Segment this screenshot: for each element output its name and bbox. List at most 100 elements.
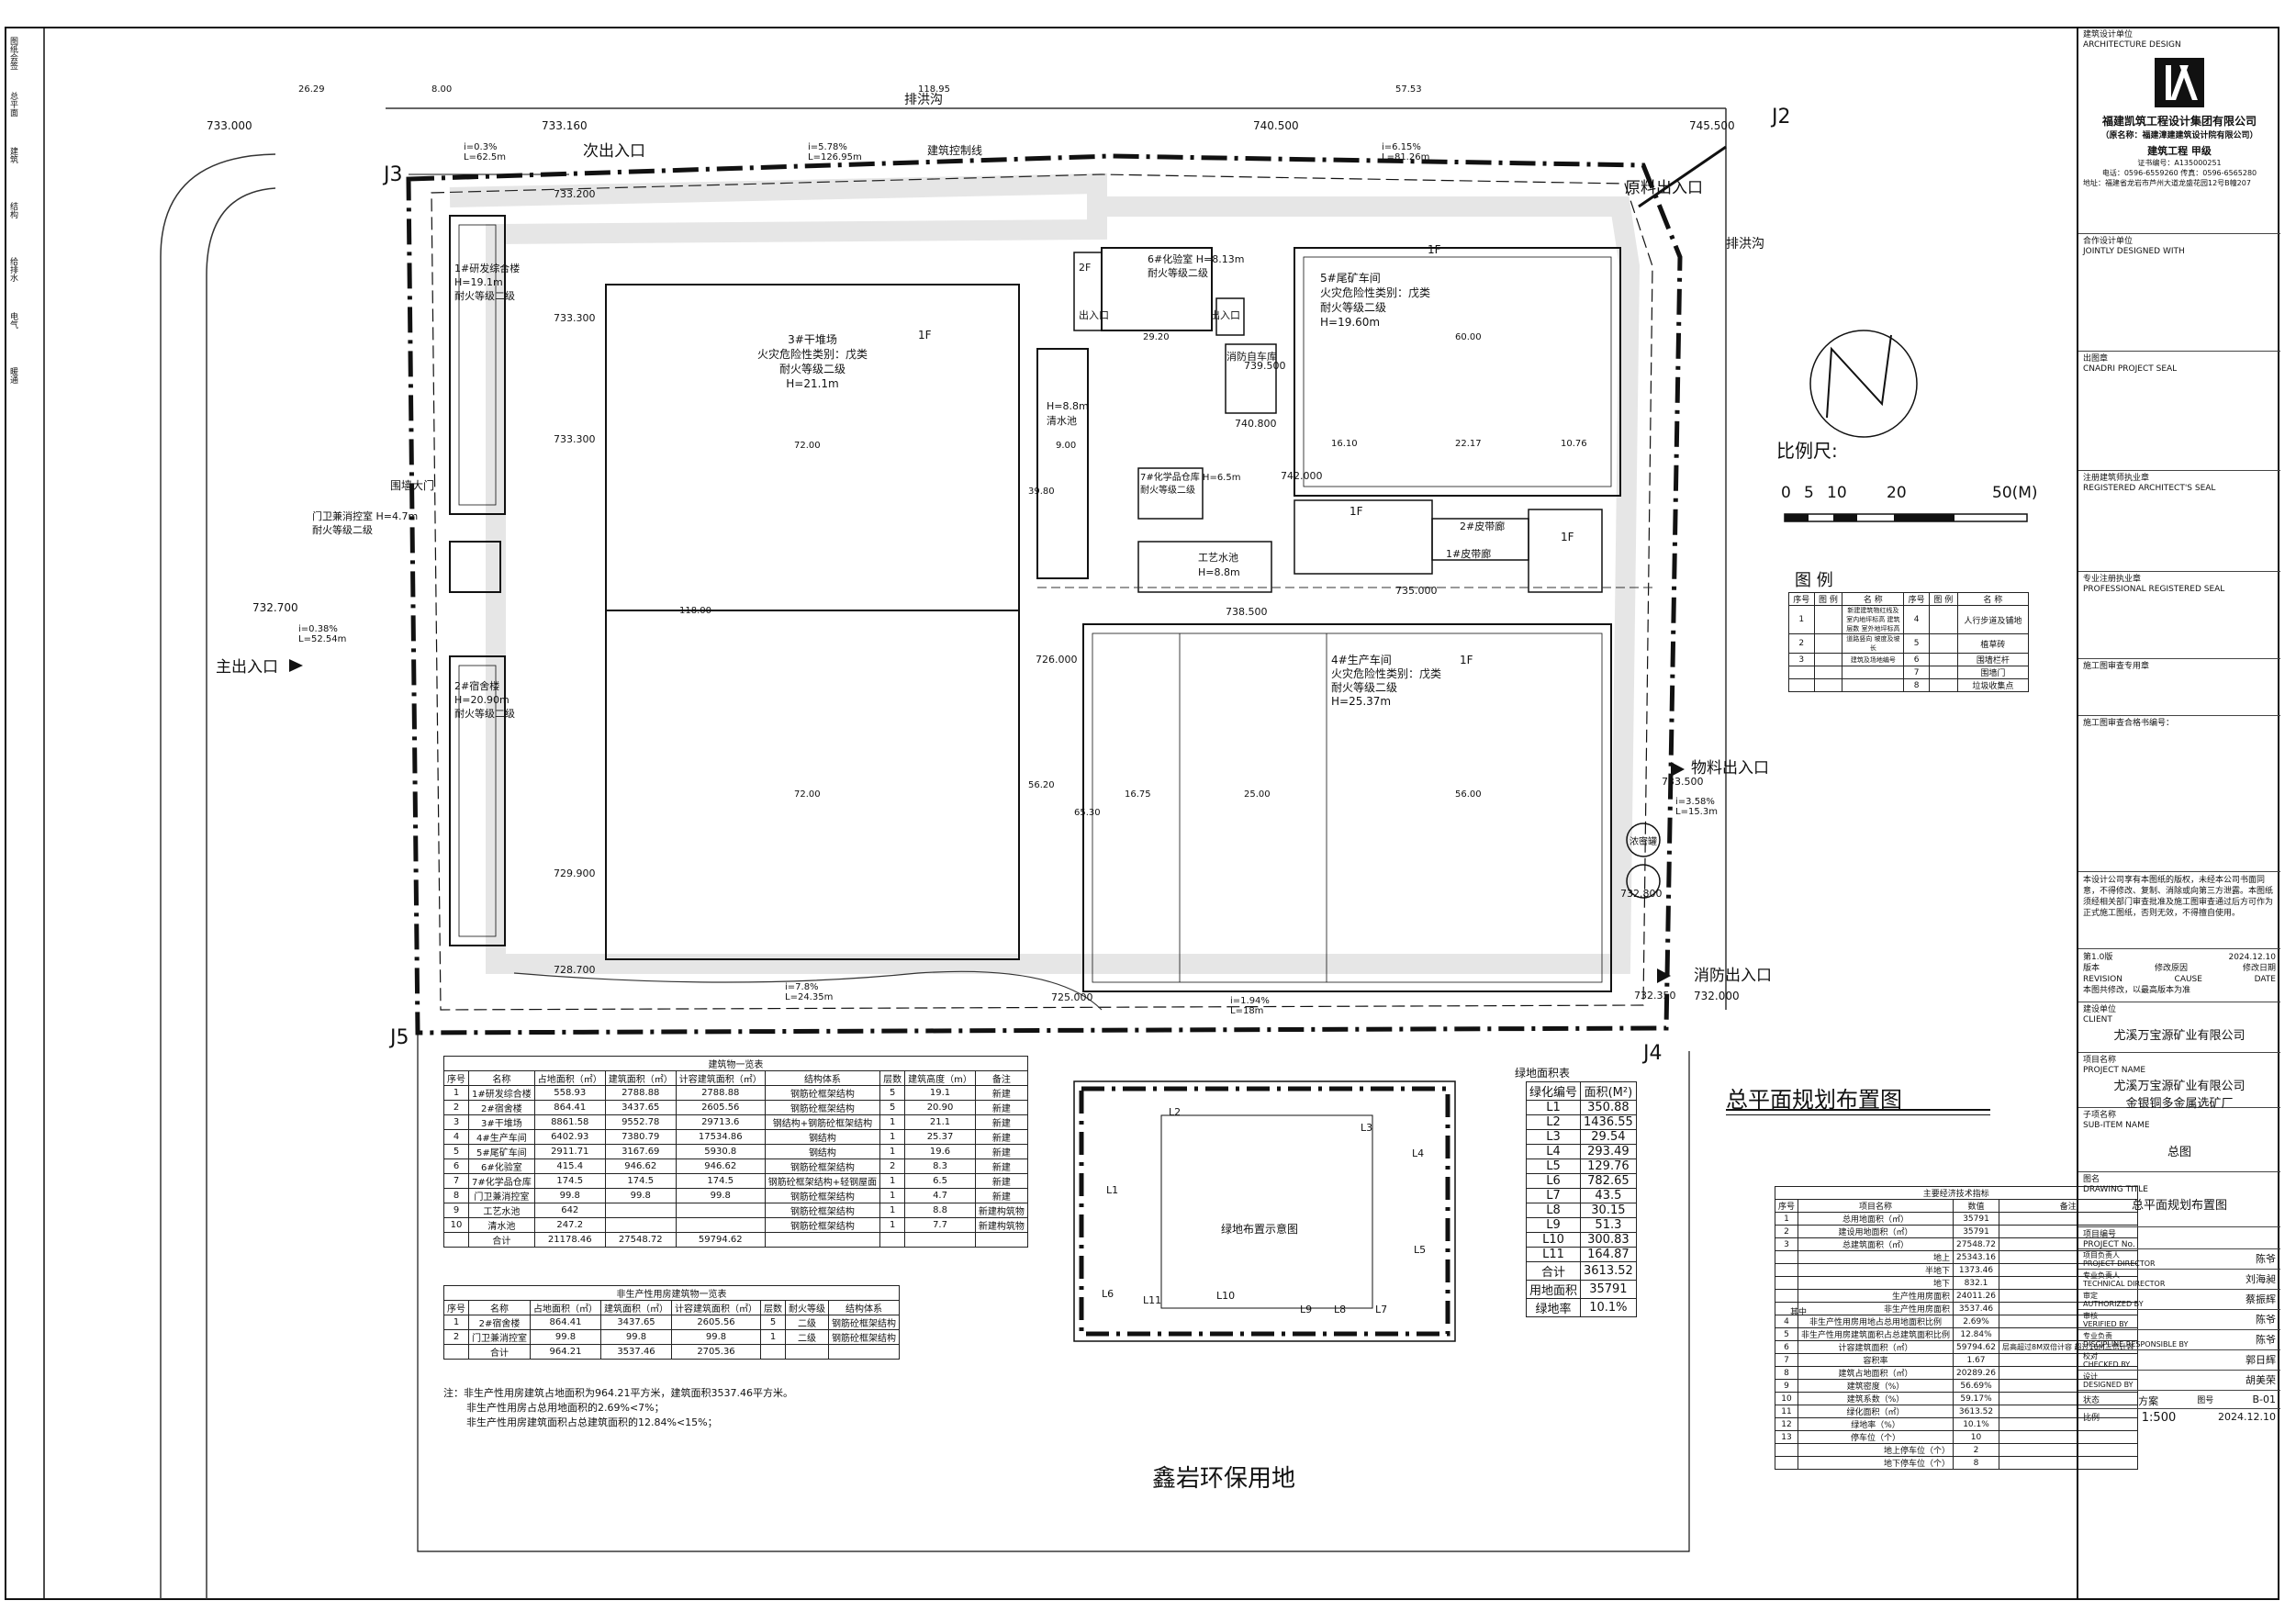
slope-label: i=5.78%L=126.95m: [808, 142, 862, 162]
signature-role-cn: 设计: [2083, 1371, 2098, 1381]
building-table-cell: 新建: [974, 1158, 1028, 1174]
building-table-cell: 3: [443, 1114, 469, 1130]
elevation-label: 732.000: [1694, 990, 1740, 1002]
tech-table-cell: 12.84%: [1953, 1327, 1999, 1341]
building-table-header-cell: 备注: [974, 1070, 1028, 1086]
building-table-cell: 1: [879, 1217, 906, 1233]
building-table-cell: 19.1: [904, 1085, 976, 1101]
building-table-cell: 7.7: [904, 1217, 976, 1233]
building-table-cell: [675, 1203, 766, 1218]
tech-table-cell: 地上: [1798, 1250, 1954, 1264]
signature-person: 陈爷: [2256, 1314, 2276, 1326]
tech-table-cell: [1774, 1289, 1799, 1303]
tech-table-cell: 总用地面积（㎡）: [1798, 1212, 1954, 1226]
legend-cell: 6: [1903, 653, 1930, 666]
main-drawing-title: 总平面规划布置图: [1726, 1087, 1902, 1113]
building-control-line: [431, 173, 1653, 1011]
building-table-cell: 3437.65: [604, 1100, 677, 1115]
building-table-cell: [764, 1232, 881, 1248]
fire-garage: [1225, 343, 1277, 414]
green-label: L9: [1300, 1304, 1313, 1315]
scale-tick: 10: [1827, 484, 1847, 502]
elevation-label: 733.200: [554, 188, 596, 200]
company-address: 地址：福建省龙岩市芦州大道龙盛花园12号B幢207: [2083, 179, 2251, 187]
building-table-cell: 5#尾矿车间: [468, 1144, 535, 1159]
control-line-label: 建筑控制线: [927, 144, 983, 157]
building-table-cell: 钢结构+钢筋砼框架结构: [764, 1114, 881, 1130]
elevation-label: 729.900: [554, 867, 596, 879]
legend-cell: 围墙栏杆: [1956, 653, 2030, 666]
green-diagram-boundary: [1079, 1086, 1450, 1337]
tech-table-cell: 2: [1774, 1225, 1799, 1238]
building-table-cell: 4#生产车间: [468, 1129, 535, 1145]
green-table-header-cell: 绿化编号: [1525, 1081, 1582, 1101]
road-edge-outer: [160, 153, 276, 1599]
building-1-inner: [458, 224, 497, 506]
nonprod-table-header-cell: 建筑面积（㎡）: [600, 1300, 672, 1315]
dimension-label: 60.00: [1455, 332, 1482, 342]
legend-symbol: [1928, 666, 1958, 679]
notes: 注：非生产性用房建筑占地面积为964.21平方米，建筑面积3537.46平方米。…: [443, 1387, 793, 1428]
building-table-cell: 新建构筑物: [974, 1217, 1028, 1233]
elevation-label: 740.800: [1235, 418, 1277, 430]
building-table-cell: 21178.46: [533, 1232, 606, 1248]
building-table-cell: 558.93: [533, 1085, 606, 1101]
scale-bar: [1784, 513, 2028, 522]
slope-label: i=7.8%L=24.35m: [785, 982, 834, 1002]
secondary-gate-label: 次出入口: [583, 142, 645, 161]
tech-table-cell: 建设用地面积（㎡）: [1798, 1225, 1954, 1238]
disclaimer: 本设计公司享有本图纸的版权，未经本公司书面同意，不得修改、复制、消除或向第三方泄…: [2078, 872, 2280, 949]
dimension-label: 9.00: [1056, 441, 1077, 451]
legend-cell: 围墙门: [1956, 666, 2030, 679]
building-table-cell: 946.62: [604, 1158, 677, 1174]
tech-table-cell: 地上停车位（个）: [1798, 1443, 1954, 1457]
tech-table-cell: 建筑占地面积（㎡）: [1798, 1366, 1954, 1380]
building-table-cell: 8.3: [904, 1158, 976, 1174]
project-section: 项目名称 PROJECT NAME 尤溪万宝源矿业有限公司 金银铜多金属选矿厂: [2078, 1053, 2280, 1111]
thickener-tank: [1626, 823, 1661, 857]
signature-person: 陈爷: [2256, 1334, 2276, 1346]
review-cert-section: 施工图审查合格书编号：: [2078, 716, 2280, 872]
building-table-cell: 4.7: [904, 1188, 976, 1203]
green-diagram-title: 绿地布置示意图: [1221, 1223, 1299, 1236]
legend-cell: 7: [1903, 666, 1930, 679]
green-table-cell: 51.3: [1580, 1217, 1637, 1233]
tech-table-row: 地上停车位（个）2: [1774, 1443, 2138, 1457]
legend-symbol: [1928, 653, 1958, 666]
green-table-cell: 350.88: [1580, 1100, 1637, 1115]
tech-table-cell: 生产性用房面积: [1798, 1289, 1954, 1303]
fire-garage-label: 消防自车库: [1226, 351, 1277, 363]
tech-table-cell: 非生产性用房面积: [1798, 1302, 1954, 1315]
nonprod-table-cell: 二级: [785, 1315, 829, 1330]
tech-table-sub-label: 其中: [1790, 1308, 1808, 1317]
elevation-label: 735.000: [1395, 585, 1438, 597]
building-table-header-cell: 结构体系: [764, 1070, 881, 1086]
building-2-label: 2#宿舍楼 H=20.90m 耐火等级二级: [454, 680, 515, 720]
building-table-cell: 946.62: [675, 1158, 766, 1174]
tech-table-cell: 13: [1774, 1430, 1799, 1444]
signature-role-cn: 审核: [2083, 1311, 2098, 1320]
fire-gate-label: 消防出入口: [1694, 967, 1772, 985]
green-table-header-cell: 面积(M²): [1580, 1081, 1637, 1101]
building-table-cell: 174.5: [533, 1173, 606, 1189]
fire-gate-arrow-icon: [1657, 968, 1671, 983]
building-table-cell: 174.5: [675, 1173, 766, 1189]
legend-header-cell: 图 例: [1928, 592, 1958, 606]
legend-cell: 道路竖向 坡度及坡长: [1842, 633, 1905, 654]
building-table-cell: 25.37: [904, 1129, 976, 1145]
building-table-cell: 7#化学品仓库: [468, 1173, 535, 1189]
green-label: L11: [1143, 1294, 1162, 1306]
legend-symbol: [1813, 633, 1843, 654]
green-table-cell: 30.15: [1580, 1203, 1637, 1218]
tech-table-cell: 非生产性用房用地占总用地面积比例: [1798, 1315, 1954, 1328]
